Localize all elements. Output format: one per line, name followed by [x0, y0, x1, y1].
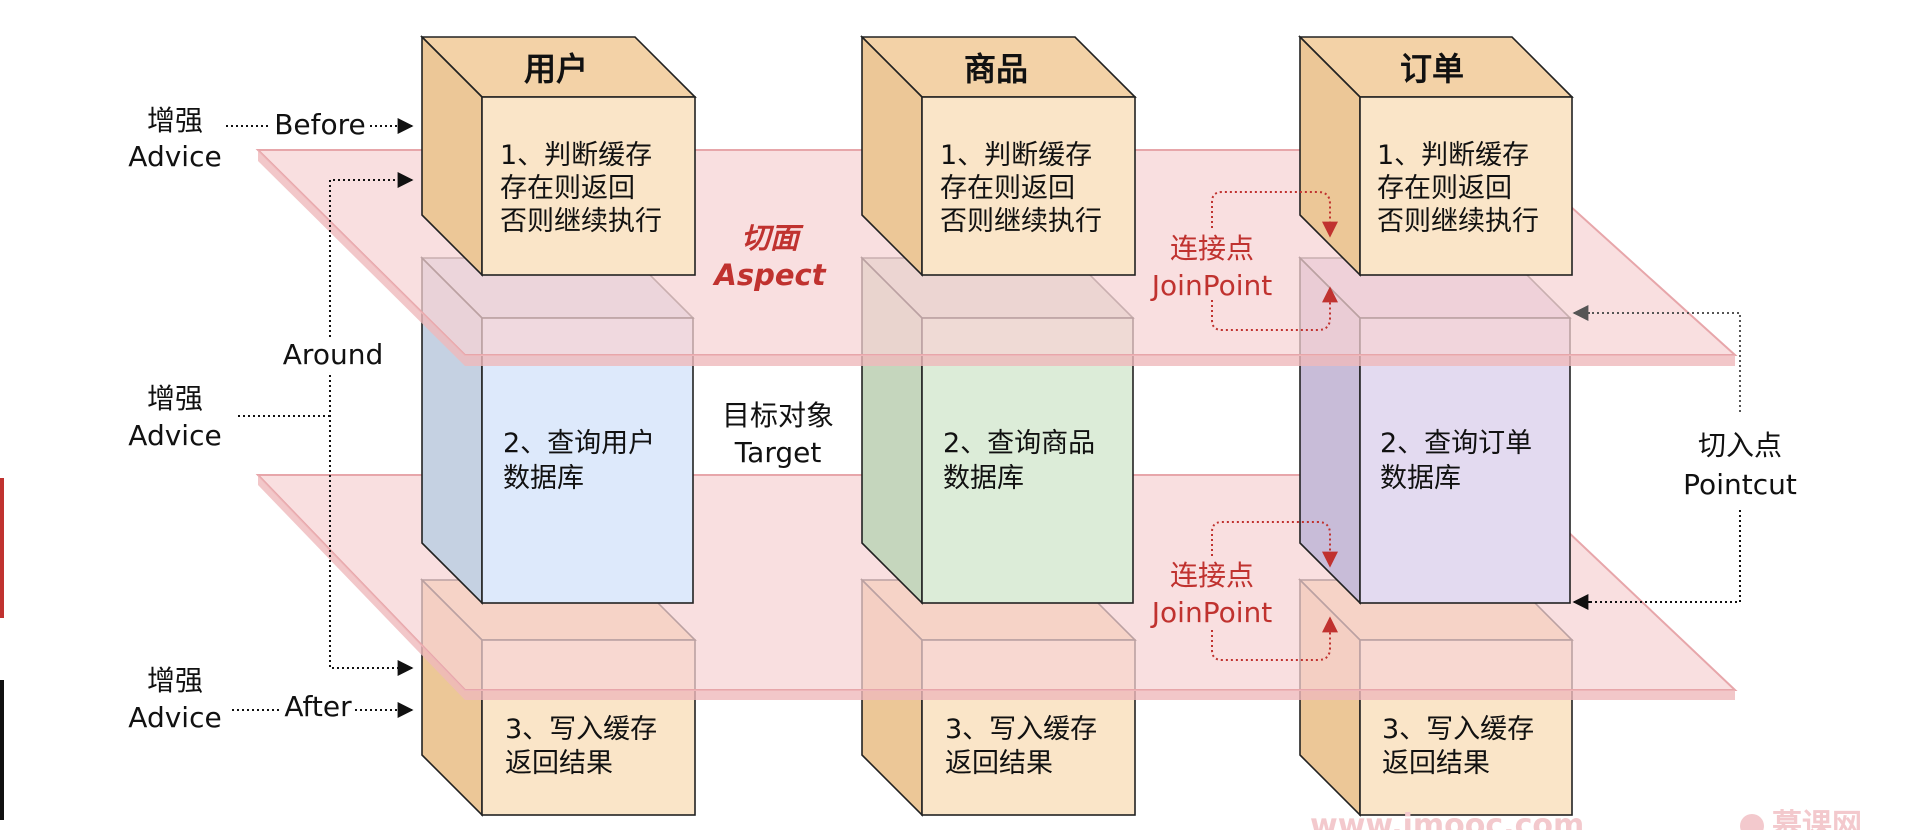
order-step2-line2: 数据库	[1380, 463, 1461, 494]
user-step3-line1: 3、写入缓存	[505, 714, 657, 745]
joinpoint-top-en: JoinPoint	[1150, 269, 1272, 302]
product-step2-line1: 2、查询商品	[943, 428, 1095, 459]
product-step1-line2: 存在则返回	[940, 173, 1075, 204]
product-step2-line2: 数据库	[943, 463, 1024, 494]
column-title-order: 订单	[1400, 50, 1464, 88]
watermark-brand: 慕课网	[1772, 808, 1862, 830]
cube-product-step1	[860, 35, 1137, 277]
around-bracket-bottom	[329, 375, 410, 669]
around-bracket-top	[329, 179, 410, 340]
order-step2-line1: 2、查询订单	[1380, 428, 1532, 459]
joinpoint-top-arrow-upper	[1211, 191, 1338, 238]
aspect-plane-lower-edge	[258, 475, 465, 700]
product-step1-line3: 否则继续执行	[940, 206, 1102, 237]
joinpoint-top-arrow-lower	[1211, 286, 1338, 331]
aspect-plane-upper-edge	[258, 150, 465, 366]
user-step1-line3: 否则继续执行	[500, 206, 662, 237]
joinpoint-bottom-cn: 连接点	[1170, 559, 1254, 592]
column-title-product: 商品	[964, 50, 1028, 88]
aspect-label-cn: 切面	[741, 221, 804, 255]
advice-top-en: Advice	[128, 140, 221, 173]
advice-middle-en: Advice	[128, 419, 221, 452]
pointcut-label-en: Pointcut	[1683, 468, 1797, 501]
product-step3-line2: 返回结果	[945, 748, 1053, 779]
aspect-label-en: Aspect	[712, 258, 826, 292]
before-label: Before	[274, 108, 366, 141]
left-edge-mark-dark	[0, 680, 4, 820]
aspect-plane-upper-front	[465, 355, 1735, 366]
around-label: Around	[283, 338, 383, 371]
column-title-user: 用户	[524, 50, 588, 88]
joinpoint-bottom-en: JoinPoint	[1150, 596, 1272, 629]
product-step3-line1: 3、写入缓存	[945, 714, 1097, 745]
order-step1-line2: 存在则返回	[1377, 173, 1512, 204]
user-step2-line2: 数据库	[503, 463, 584, 494]
order-step3-line1: 3、写入缓存	[1382, 714, 1534, 745]
left-edge-mark	[0, 478, 4, 618]
cube-order-step1	[1298, 35, 1574, 277]
advice-middle-cn: 增强	[147, 382, 203, 415]
target-label-en: Target	[734, 436, 822, 469]
user-step2-line1: 2、查询用户	[503, 428, 655, 459]
joinpoint-bottom-arrow-upper	[1211, 521, 1338, 568]
pointcut-bracket-top	[1580, 312, 1741, 412]
pointcut-label-cn: 切入点	[1698, 429, 1782, 462]
user-step1-line2: 存在则返回	[500, 173, 635, 204]
order-step1-line1: 1、判断缓存	[1377, 140, 1529, 171]
order-step3-line2: 返回结果	[1382, 748, 1490, 779]
after-label: After	[284, 690, 352, 723]
aspect-plane-lower-front	[465, 690, 1735, 700]
advice-top-cn: 增强	[147, 104, 203, 137]
watermark-logo-icon	[1740, 814, 1764, 830]
user-step1-line1: 1、判断缓存	[500, 140, 652, 171]
pointcut-bracket-bottom	[1580, 510, 1741, 603]
target-label-cn: 目标对象	[722, 399, 834, 432]
user-step3-line2: 返回结果	[505, 748, 613, 779]
advice-bottom-en: Advice	[128, 701, 221, 734]
joinpoint-bottom-arrow-lower	[1211, 616, 1338, 661]
advice-bottom-cn: 增强	[147, 664, 203, 697]
cube-user-step1	[420, 35, 697, 277]
joinpoint-top-cn: 连接点	[1170, 232, 1254, 265]
order-step1-line3: 否则继续执行	[1377, 206, 1539, 237]
watermark-url: www.imooc.com	[1310, 808, 1584, 830]
product-step1-line1: 1、判断缓存	[940, 140, 1092, 171]
